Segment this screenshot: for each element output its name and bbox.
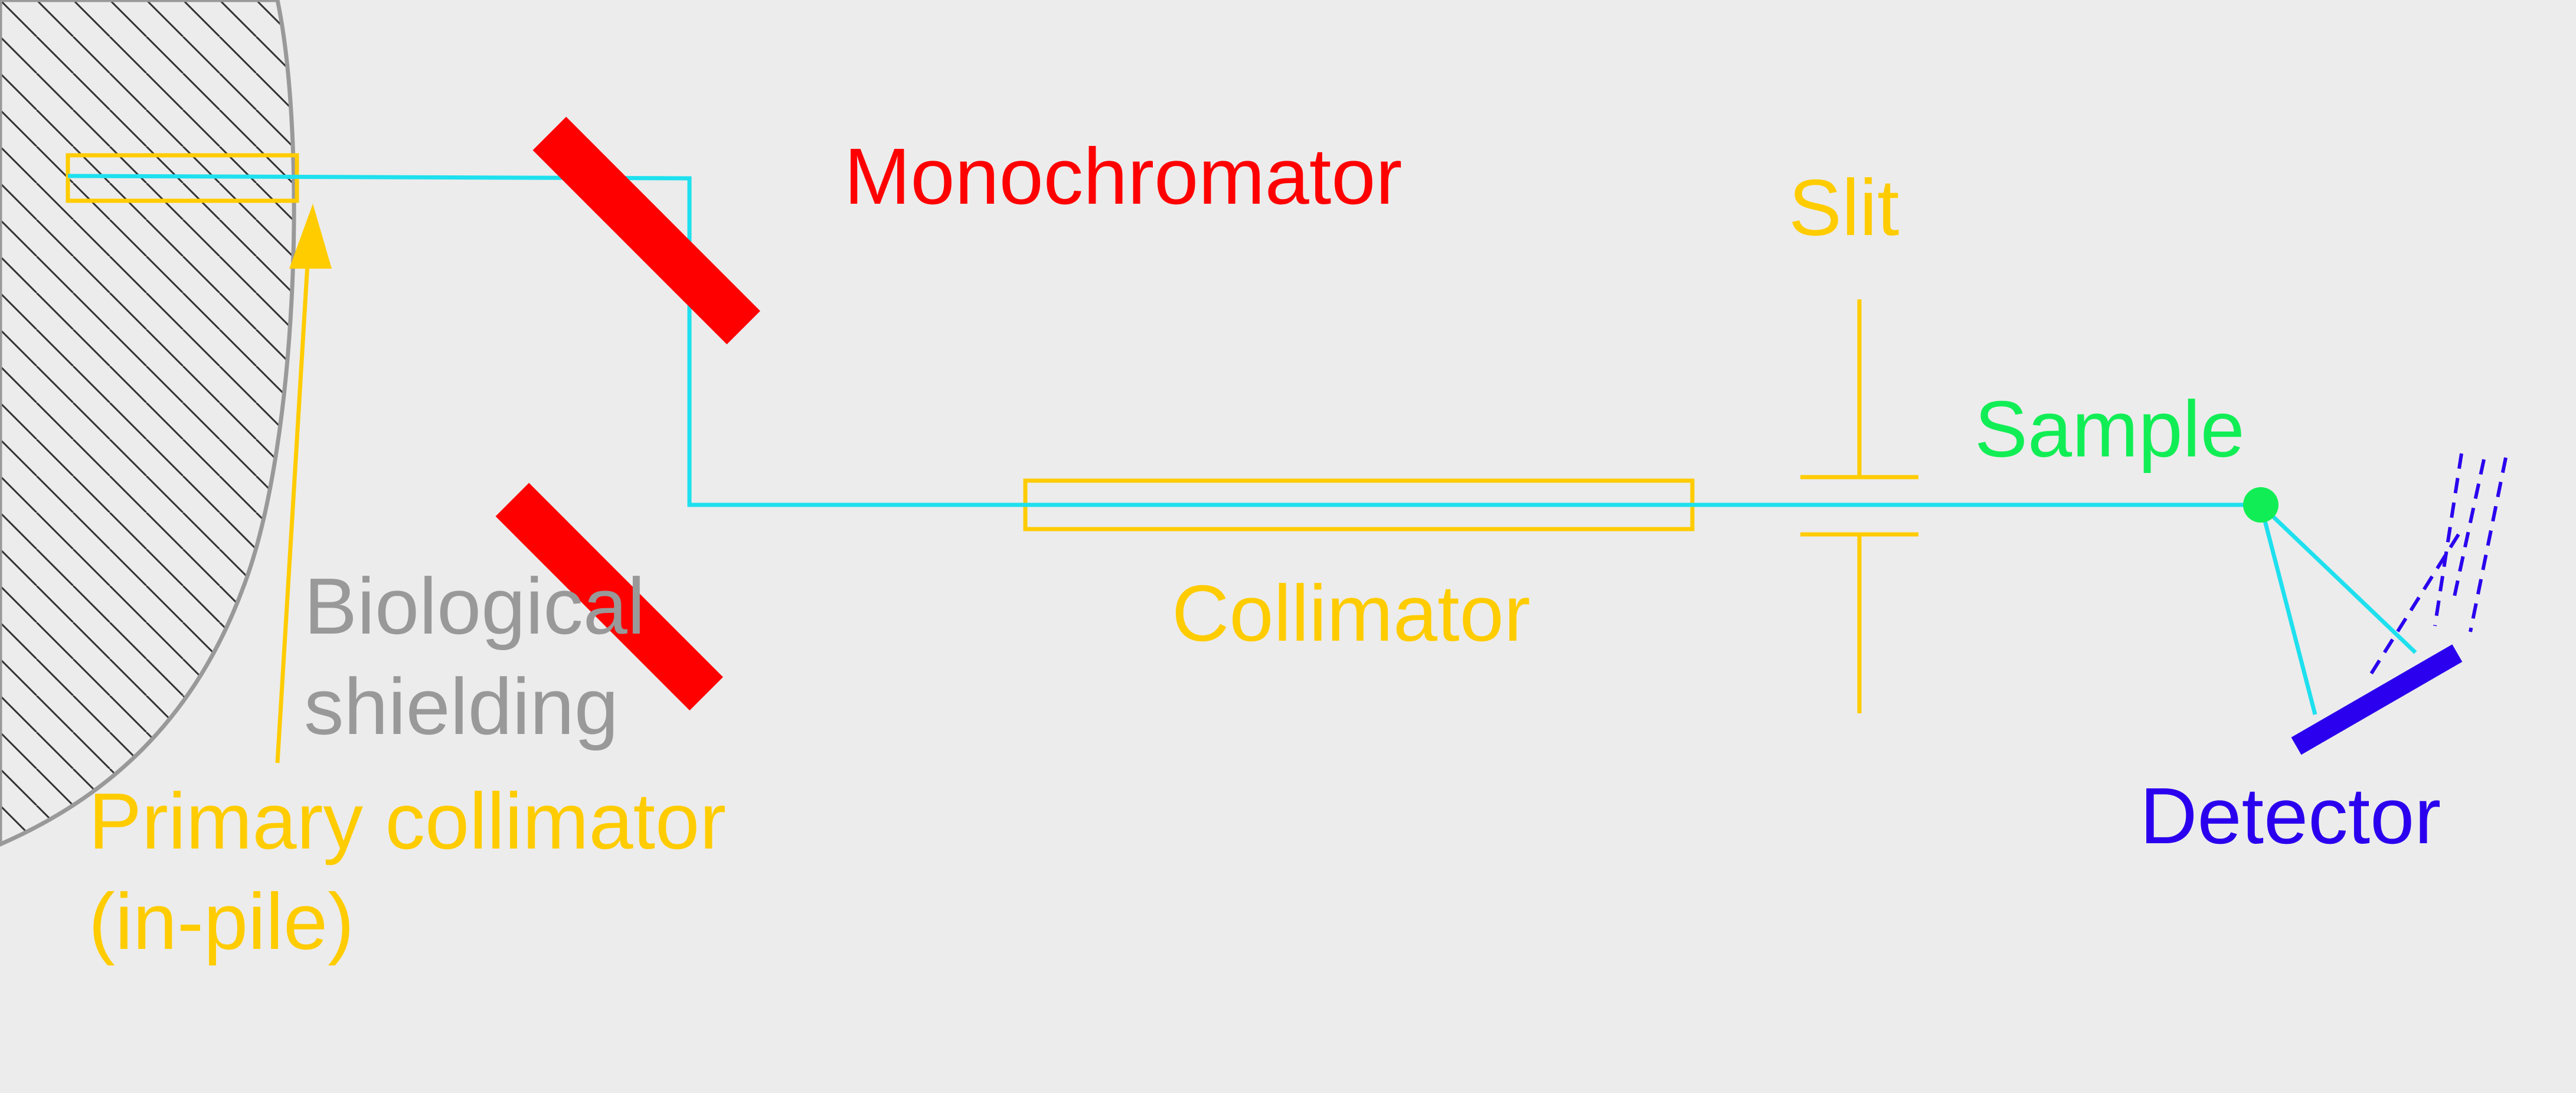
label-biological-shielding-line1: Biological (304, 562, 645, 651)
label-slit: Slit (1789, 163, 1900, 252)
label-collimator: Collimator (1172, 569, 1531, 658)
scattered-beam-2 (2258, 504, 2317, 715)
detector-alternate-position (2365, 453, 2508, 681)
label-monochromator: Monochromator (844, 132, 1402, 221)
label-sample: Sample (1975, 384, 2245, 474)
scattered-beam-1 (2259, 503, 2417, 654)
monochromator-crystal-lower (495, 482, 723, 711)
primary-collimator-pointer (275, 253, 310, 764)
slit (1800, 299, 1918, 713)
primary-collimator-arrowhead (289, 204, 332, 269)
sample-point (2243, 487, 2278, 523)
biological-shielding-region (0, 0, 296, 847)
label-biological-shielding-line2: shielding (304, 662, 619, 751)
label-primary-collimator-line1: Primary collimator (89, 776, 726, 866)
detector-bar (2291, 644, 2463, 755)
monochromator-crystal-upper (532, 116, 760, 345)
label-detector: Detector (2140, 771, 2441, 860)
neutron-beam (67, 174, 2261, 507)
label-primary-collimator-line2: (in-pile) (89, 877, 354, 966)
